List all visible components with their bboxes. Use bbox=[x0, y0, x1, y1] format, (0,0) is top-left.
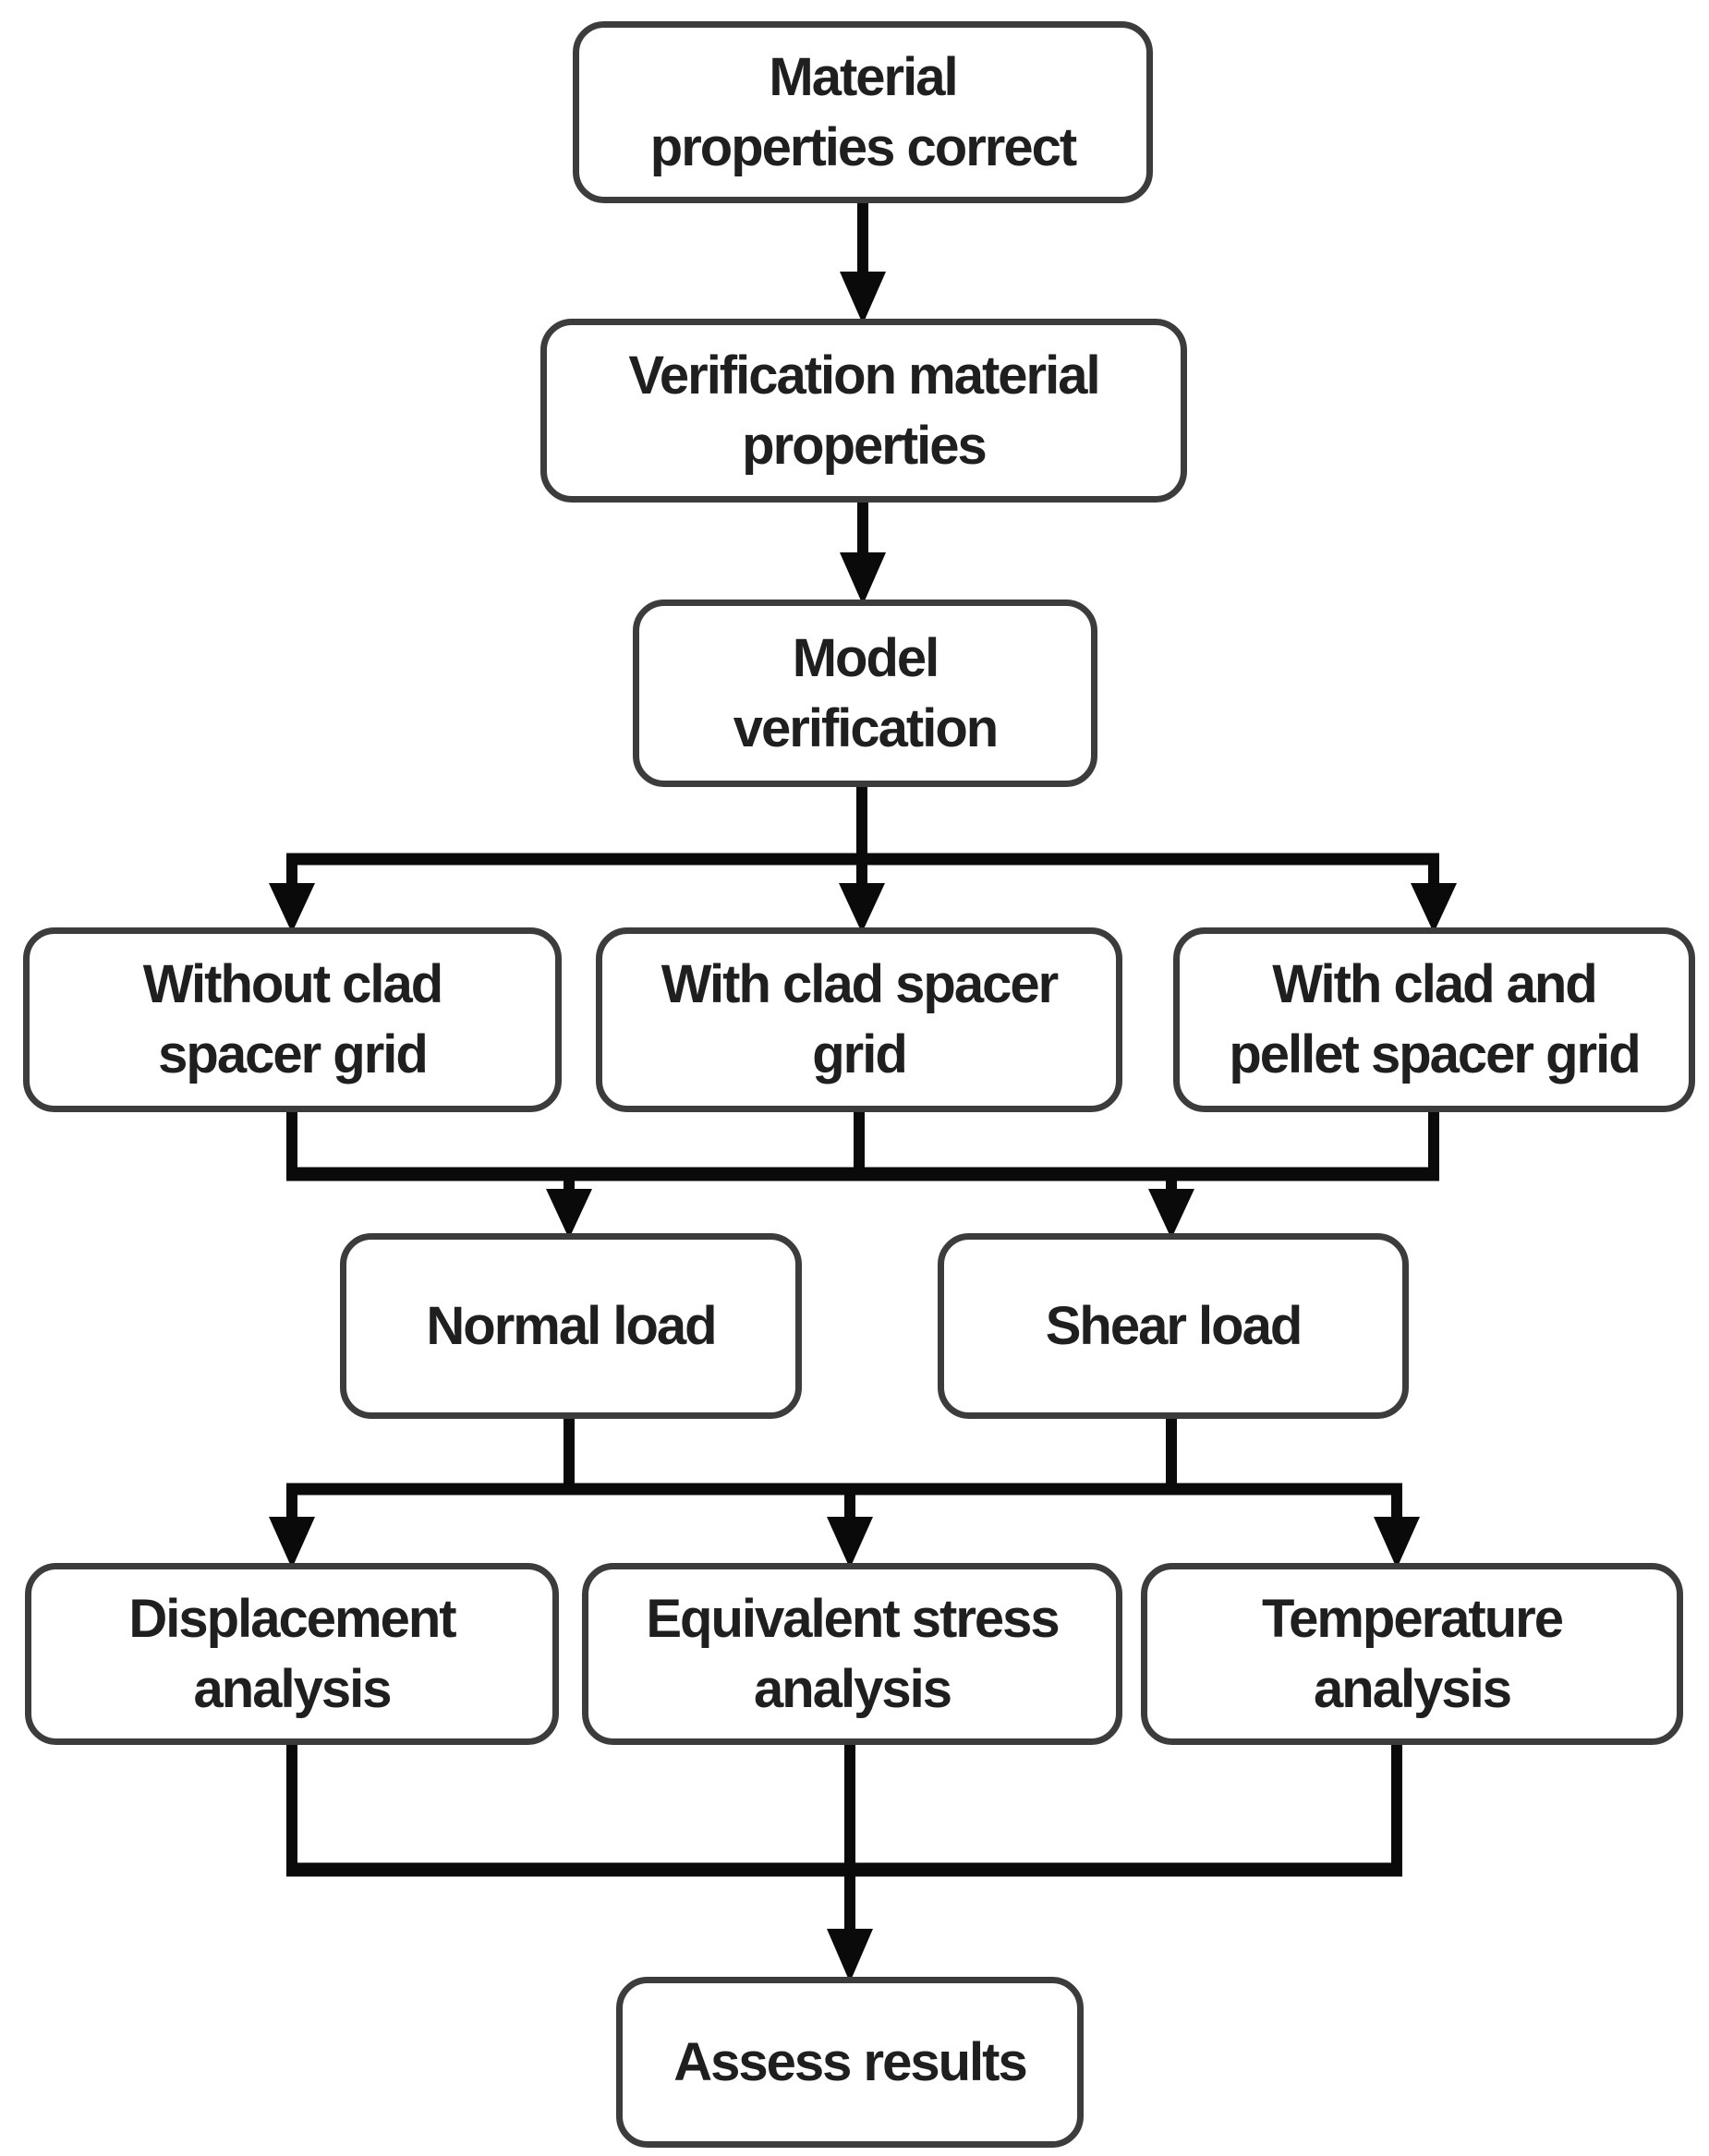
node-label-line: properties bbox=[742, 415, 988, 476]
node-with-clad-spacer-grid: With clad spacer grid bbox=[596, 927, 1122, 1112]
node-label-line: Equivalent stress bbox=[646, 1588, 1060, 1649]
node-label-line: With clad spacer bbox=[661, 954, 1059, 1014]
node-label-line: Shear load bbox=[1045, 1295, 1303, 1356]
node-label-line: Normal load bbox=[426, 1295, 717, 1356]
node-label-line: Verification material bbox=[628, 345, 1100, 406]
node-label-line: analysis bbox=[1314, 1658, 1512, 1719]
node-label-line: properties correct bbox=[649, 116, 1077, 177]
node-label-line: Material bbox=[769, 46, 958, 107]
edge-loads-to-analysis-branch bbox=[269, 1411, 1420, 1569]
node-label-line: Model bbox=[792, 627, 940, 688]
node-label-line: With clad and bbox=[1272, 954, 1597, 1014]
node-label-line: analysis bbox=[193, 1658, 393, 1719]
node-label-line: Temperature bbox=[1261, 1588, 1564, 1649]
node-material-properties-correct: Material properties correct bbox=[573, 21, 1153, 203]
node-label-line: verification bbox=[733, 697, 999, 758]
edge-grids-to-load-merge bbox=[286, 1105, 1439, 1239]
node-temperature-analysis: Temperature analysis bbox=[1141, 1563, 1683, 1745]
node-verification-material-properties: Verification material properties bbox=[540, 319, 1187, 503]
edge-analyses-to-assess-merge bbox=[286, 1738, 1402, 1982]
edge-verification-to-model bbox=[840, 496, 886, 605]
edge-material-to-verification bbox=[840, 197, 886, 324]
node-equivalent-stress-analysis: Equivalent stress analysis bbox=[582, 1563, 1122, 1745]
node-model-verification: Model verification bbox=[633, 600, 1097, 787]
edge-model-to-grid-branch bbox=[269, 781, 1457, 933]
node-without-clad-spacer-grid: Without clad spacer grid bbox=[23, 927, 562, 1112]
node-label-line: spacer grid bbox=[158, 1024, 429, 1084]
node-label-line: grid bbox=[812, 1024, 908, 1084]
node-label-line: Without clad bbox=[142, 954, 443, 1014]
node-label-line: pellet spacer grid bbox=[1229, 1024, 1641, 1084]
node-label-line: analysis bbox=[754, 1658, 952, 1719]
node-assess-results: Assess results bbox=[616, 1977, 1084, 2148]
node-shear-load: Shear load bbox=[938, 1233, 1409, 1419]
node-displacement-analysis: Displacement analysis bbox=[25, 1563, 559, 1745]
node-label-line: Displacement bbox=[128, 1588, 456, 1649]
node-label-line: Assess results bbox=[673, 2031, 1027, 2092]
node-normal-load: Normal load bbox=[340, 1233, 802, 1419]
node-with-clad-and-pellet-spacer-grid: With clad and pellet spacer grid bbox=[1173, 927, 1695, 1112]
